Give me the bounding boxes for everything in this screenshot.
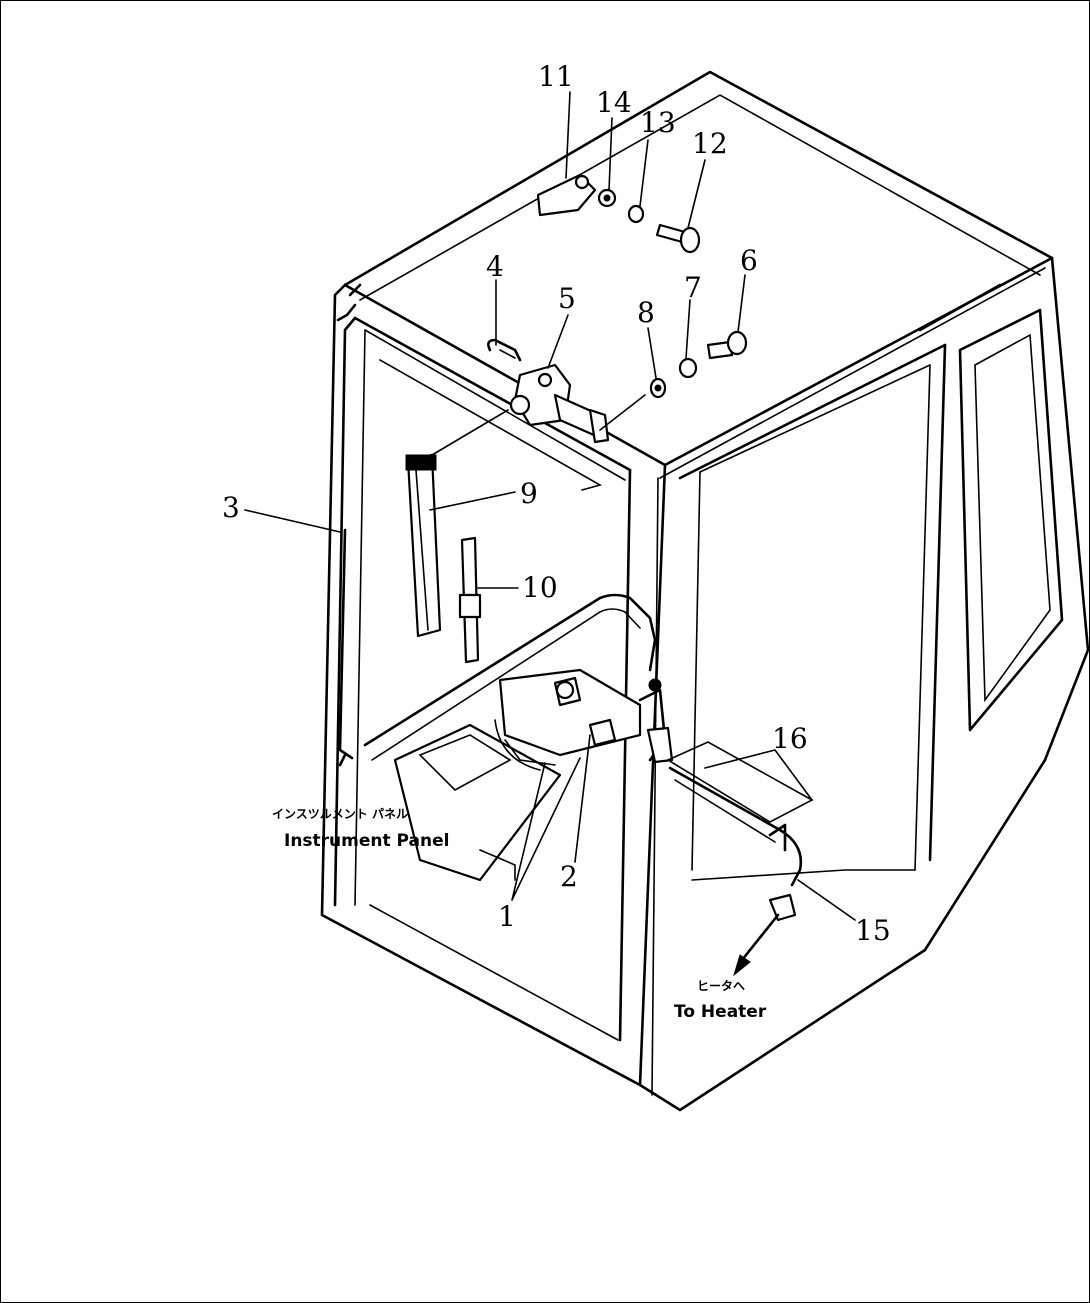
wiper-motor: [487, 338, 610, 444]
callout-1: 1: [498, 900, 516, 933]
callout-5: 5: [558, 282, 576, 315]
wiper-blade: [458, 536, 482, 664]
callout-4: 4: [486, 250, 504, 283]
leader-lines: [244, 91, 856, 921]
callout-10: 10: [522, 571, 558, 604]
callout-7: 7: [684, 271, 702, 304]
callout-14: 14: [596, 86, 632, 119]
callout-2: 2: [560, 860, 578, 893]
callout-15: 15: [855, 914, 891, 947]
to-heater-jp-label: ヒータへ: [697, 979, 745, 993]
callout-6: 6: [740, 244, 758, 277]
washer-14: [597, 188, 617, 208]
heater-arrow: [733, 913, 780, 977]
bracket-11: [536, 173, 597, 217]
text-labels: インスツルメント パネル Instrument Panel ヒータへ To He…: [272, 807, 767, 1022]
hose-15: [668, 766, 803, 922]
washer-8: [649, 377, 667, 399]
washer-13: [627, 204, 645, 224]
callout-3: 3: [222, 491, 240, 524]
washer-motor-assembly: [494, 668, 674, 771]
callout-12: 12: [692, 127, 728, 160]
callout-16: 16: [772, 722, 808, 755]
callout-numbers: 11 14 13 12 4 5 6 7 8 9 10 3 16 15 2 1: [222, 60, 891, 947]
callout-13: 13: [640, 106, 676, 139]
cab-outline: [320, 70, 1090, 1112]
washer-7: [678, 357, 698, 379]
bolt-12: [655, 223, 701, 254]
to-heater-label: To Heater: [674, 1002, 767, 1022]
hose-route: [338, 528, 657, 767]
callout-8: 8: [637, 296, 655, 329]
instrument-panel-jp-label: インスツルメント パネル: [272, 807, 408, 821]
instrument-panel-label: Instrument Panel: [284, 831, 449, 851]
callout-9: 9: [520, 477, 538, 510]
instrument-panel: [393, 723, 562, 882]
callout-11: 11: [538, 60, 574, 93]
bolt-6: [706, 330, 748, 360]
wiper-arm: [405, 453, 442, 638]
